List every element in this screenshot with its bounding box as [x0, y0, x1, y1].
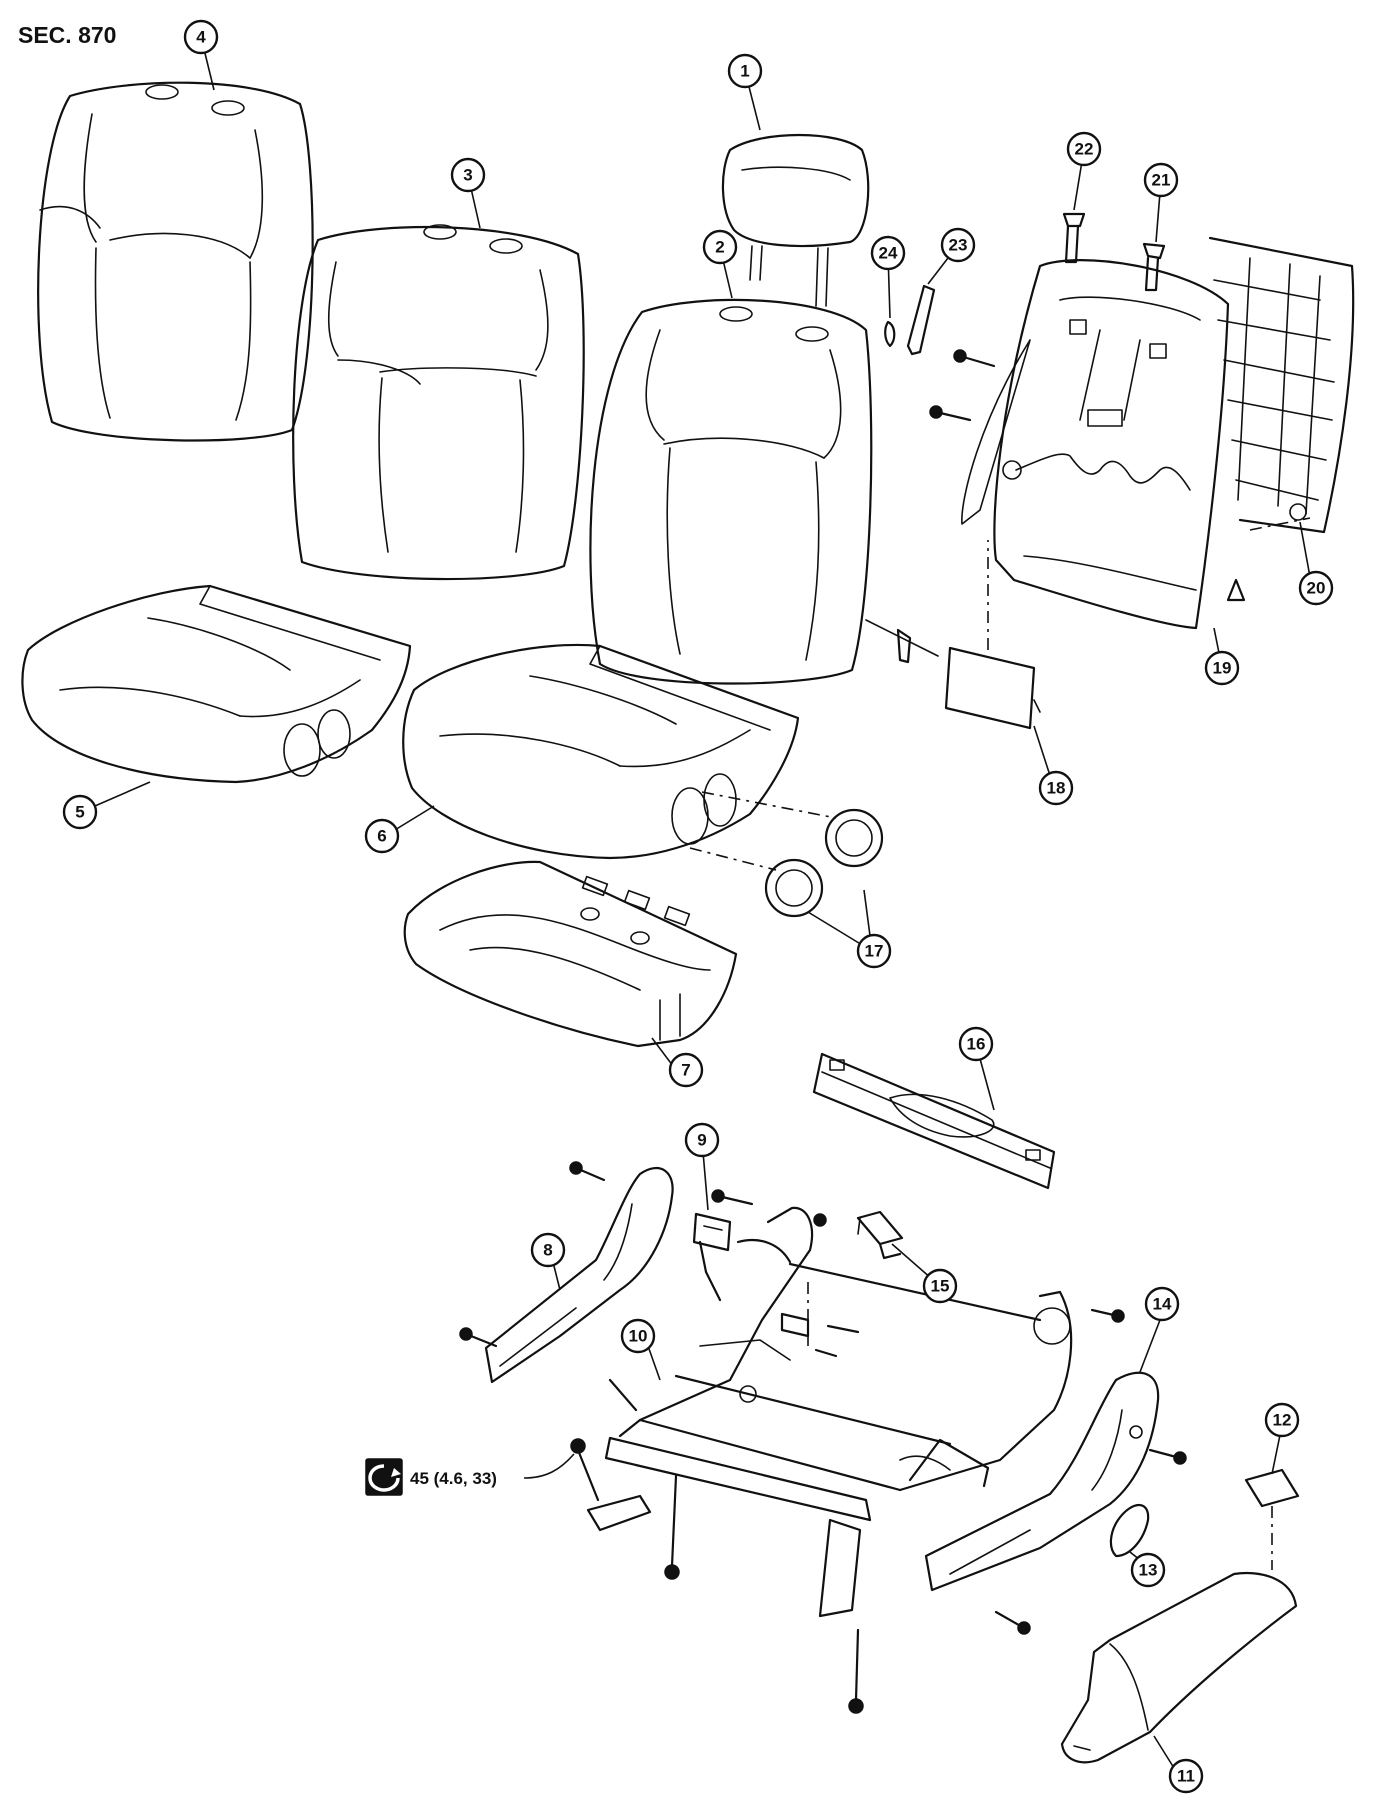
svg-text:22: 22 — [1075, 140, 1094, 159]
part-6-cushion-trim — [402, 643, 800, 860]
svg-text:19: 19 — [1213, 659, 1232, 678]
svg-text:21: 21 — [1152, 171, 1171, 190]
part-10-seat-frame — [570, 1189, 1125, 1714]
callout-5: 5 — [62, 794, 98, 830]
part-2-seatback — [589, 298, 873, 685]
part-23-clip — [906, 284, 936, 356]
callout-14: 14 — [1144, 1286, 1180, 1322]
svg-text:8: 8 — [543, 1241, 552, 1260]
callout-11: 11 — [1168, 1758, 1204, 1794]
callout-18: 18 — [1038, 770, 1074, 806]
svg-text:7: 7 — [681, 1061, 690, 1080]
svg-text:12: 12 — [1273, 1411, 1292, 1430]
part-17-rosettes — [689, 791, 884, 918]
callout-1: 1 — [727, 53, 763, 89]
svg-text:13: 13 — [1139, 1561, 1158, 1580]
svg-text:18: 18 — [1047, 779, 1066, 798]
part-19-seatback-frame — [961, 259, 1230, 630]
part-7-cushion-frame — [403, 860, 738, 1048]
callout-23: 23 — [940, 227, 976, 263]
svg-text:5: 5 — [75, 803, 84, 822]
part-4-seatback-trim — [37, 81, 314, 442]
svg-text:3: 3 — [463, 166, 472, 185]
svg-text:23: 23 — [949, 236, 968, 255]
part-13-knob — [1109, 1503, 1150, 1558]
part-11-outer-finisher — [1060, 1572, 1298, 1764]
section-title: SEC. 870 — [18, 22, 116, 48]
svg-text:4: 4 — [196, 28, 206, 47]
callout-8: 8 — [530, 1232, 566, 1268]
svg-text:9: 9 — [697, 1131, 706, 1150]
part-15-bracket — [856, 1210, 904, 1260]
svg-text:6: 6 — [377, 827, 386, 846]
part-14-side-trim — [924, 1371, 1187, 1635]
part-8-side-cover — [459, 1161, 674, 1384]
part-12-pad — [1244, 1468, 1300, 1570]
torque-label: 45 (4.6, 33) — [410, 1469, 497, 1488]
part-1-headrest — [721, 133, 870, 307]
part-9-buckle — [692, 1212, 732, 1302]
svg-text:24: 24 — [879, 244, 898, 263]
callout-3: 3 — [450, 157, 486, 193]
svg-text:20: 20 — [1307, 579, 1326, 598]
svg-text:16: 16 — [967, 1035, 986, 1054]
callout-9: 9 — [684, 1122, 720, 1158]
svg-text:11: 11 — [1177, 1767, 1195, 1786]
torque-spec: 45 (4.6, 33) — [365, 1453, 575, 1496]
callout-7: 7 — [668, 1052, 704, 1088]
callout-10: 10 — [620, 1318, 656, 1354]
part-18-lumbar — [865, 540, 1041, 730]
svg-text:15: 15 — [931, 1277, 950, 1296]
svg-text:1: 1 — [740, 62, 749, 81]
callout-13: 13 — [1130, 1552, 1166, 1588]
part-21-headrest-guide — [1142, 242, 1166, 292]
callout-22: 22 — [1066, 131, 1102, 167]
part-22-headrest-guide — [1062, 212, 1086, 264]
part-16-cross-bar — [812, 1052, 1056, 1190]
callout-24: 24 — [870, 235, 906, 271]
callout-4: 4 — [183, 19, 219, 55]
svg-text:2: 2 — [715, 238, 724, 257]
callout-15: 15 — [922, 1268, 958, 1304]
frame-bolts — [929, 349, 1246, 602]
svg-text:14: 14 — [1153, 1295, 1172, 1314]
callout-16: 16 — [958, 1026, 994, 1062]
part-20-back-board — [1208, 236, 1355, 534]
part-24-clip — [884, 320, 896, 348]
callout-12: 12 — [1264, 1402, 1300, 1438]
leader-lines — [87, 36, 1311, 1769]
callout-17: 17 — [856, 933, 892, 969]
callout-20: 20 — [1298, 570, 1334, 606]
part-3-seatback-trim — [292, 224, 585, 581]
svg-text:10: 10 — [629, 1327, 648, 1346]
part-5-cushion-trim — [21, 584, 412, 784]
callout-21: 21 — [1143, 162, 1179, 198]
callout-2: 2 — [702, 229, 738, 265]
callout-6: 6 — [364, 818, 400, 854]
svg-text:17: 17 — [865, 942, 884, 961]
callout-19: 19 — [1204, 650, 1240, 686]
